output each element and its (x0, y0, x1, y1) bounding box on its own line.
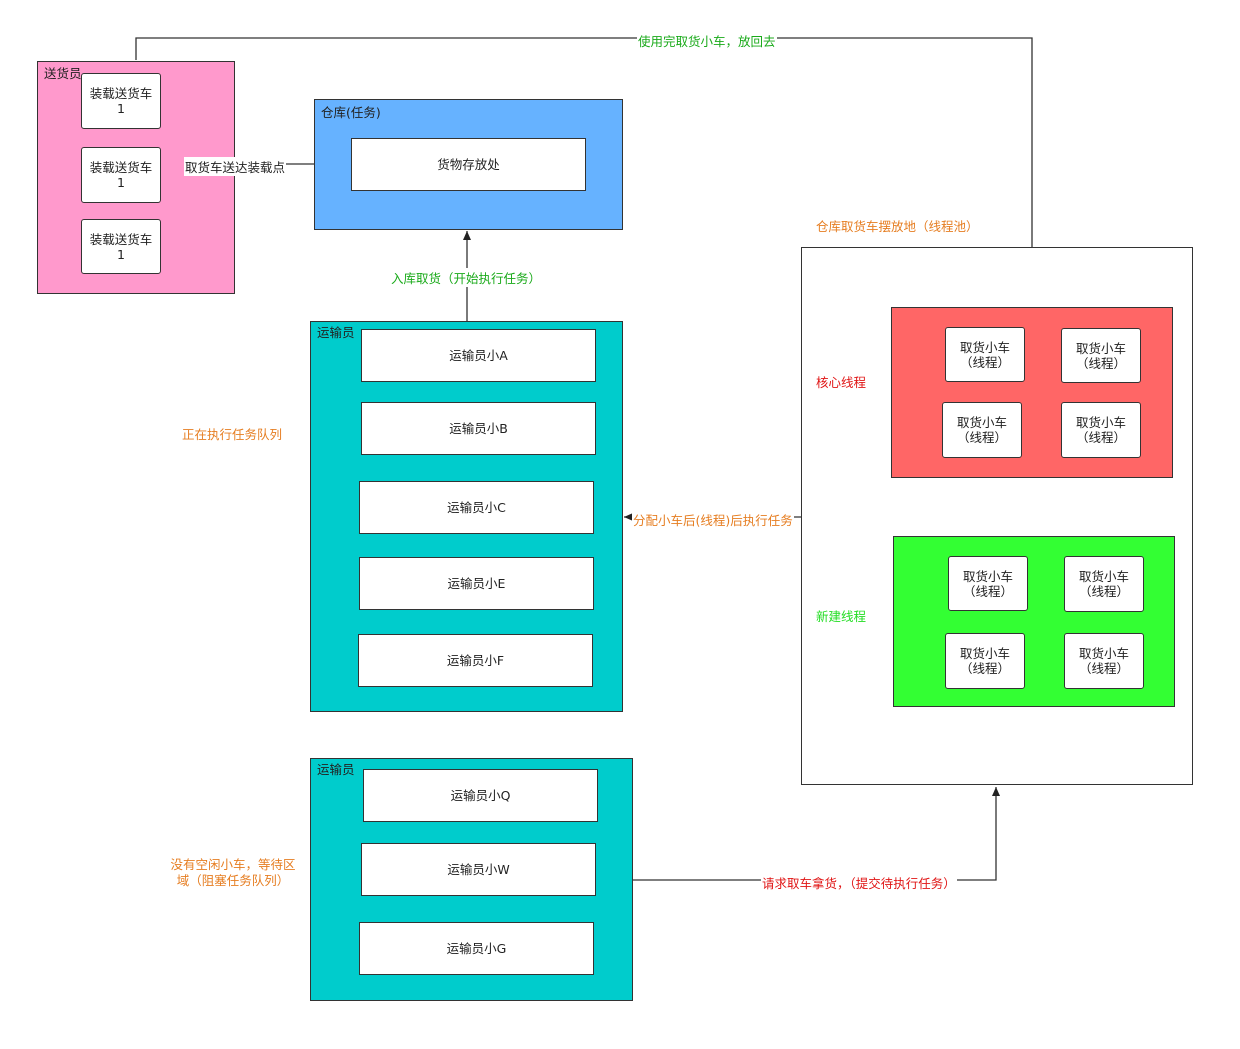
transporter-f: 运输员小F (358, 634, 593, 687)
core-cart-3: 取货小车 （线程） (942, 402, 1022, 458)
assign-label: 分配小车后(线程)后执行任务 (632, 510, 794, 529)
running-queue-label: 正在执行任务队列 (182, 427, 283, 442)
core-cart-2: 取货小车 （线程） (1061, 328, 1141, 383)
courier-cart-3: 装载送货车 1 (81, 219, 161, 274)
new-cart-4: 取货小车 （线程） (1064, 633, 1144, 689)
request-label: 请求取车拿货，（提交待执行任务） (761, 873, 957, 892)
transporter-q: 运输员小Q (363, 769, 598, 822)
core-cart-4: 取货小车 （线程） (1061, 402, 1141, 458)
new-cart-3: 取货小车 （线程） (945, 633, 1025, 689)
stock-in-label: 入库取货（开始执行任务） (390, 268, 543, 287)
blocking-queue-label: 没有空闲小车，等待区 域（阻塞任务队列） (170, 857, 296, 888)
request-connector (632, 787, 1000, 881)
transporter-w: 运输员小W (361, 843, 596, 896)
transporter-g: 运输员小G (359, 922, 594, 975)
courier-cart-1: 装载送货车 1 (81, 73, 161, 129)
pool-title: 仓库取货车摆放地（线程池） (816, 219, 979, 234)
core-cart-1: 取货小车 （线程） (945, 327, 1025, 382)
transporter-b: 运输员小B (361, 402, 596, 455)
transporter-e: 运输员小E (359, 557, 594, 610)
storage-area: 货物存放处 (351, 138, 586, 191)
courier-cart-2: 装载送货车 1 (81, 147, 161, 203)
transporter-a: 运输员小A (361, 329, 596, 382)
return-cart-label: 使用完取货小车，放回去 (637, 31, 777, 50)
warehouse-title: 仓库(任务) (321, 105, 381, 120)
transport-running-title: 运输员 (317, 325, 355, 340)
new-cart-1: 取货小车 （线程） (948, 556, 1028, 611)
transporter-c: 运输员小C (359, 481, 594, 534)
new-thread-label: 新建线程 (816, 609, 867, 624)
core-thread-label: 核心线程 (816, 375, 867, 390)
new-cart-2: 取货小车 （线程） (1064, 556, 1144, 612)
transport-waiting-title: 运输员 (317, 762, 355, 777)
deliver-label: 取货车送达装载点 (184, 157, 287, 176)
courier-title: 送货员 (44, 66, 82, 81)
